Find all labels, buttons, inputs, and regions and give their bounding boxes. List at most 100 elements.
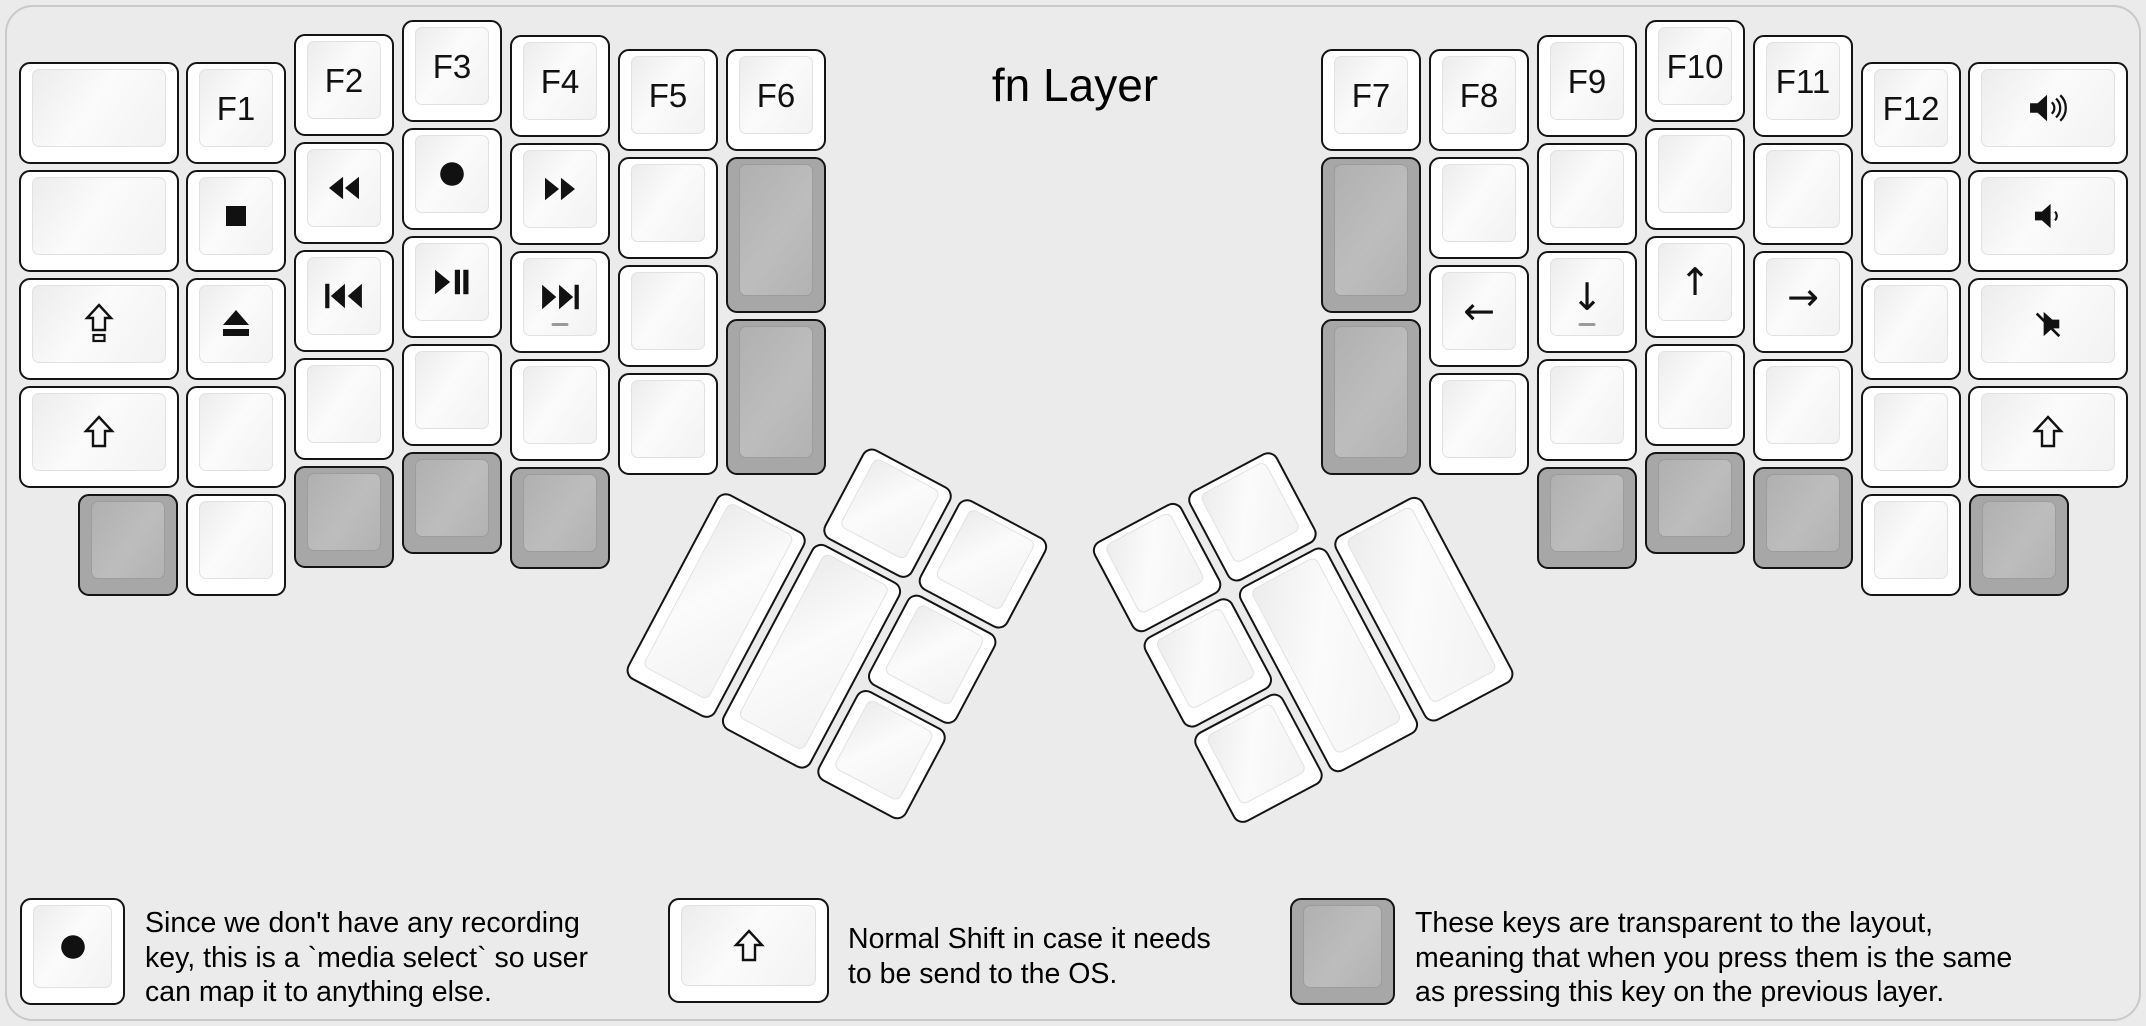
key-f9[interactable]: F9	[1537, 35, 1637, 137]
keytop	[1766, 474, 1840, 552]
keytop	[32, 285, 166, 363]
key-label: F11	[1775, 62, 1831, 100]
key-transparent[interactable]	[78, 494, 178, 596]
keytop	[307, 365, 381, 443]
key-f3[interactable]: F3	[402, 20, 502, 122]
key-mute[interactable]	[1968, 278, 2128, 380]
key-stop[interactable]	[186, 170, 286, 272]
key-blank[interactable]	[618, 265, 718, 367]
keytop: ←	[1442, 272, 1516, 350]
key-f11[interactable]: F11	[1753, 35, 1853, 137]
keytop	[523, 474, 597, 552]
key-shift[interactable]	[19, 386, 179, 488]
key-f10[interactable]: F10	[1645, 20, 1745, 122]
key-blank[interactable]	[1861, 278, 1961, 380]
keytop	[1103, 511, 1206, 615]
key-shift[interactable]	[1968, 386, 2128, 488]
key-label: F12	[1882, 89, 1940, 127]
keytop	[415, 459, 489, 537]
key-arrow-down[interactable]: ↓	[1537, 251, 1637, 353]
keytop	[415, 351, 489, 429]
key-f4[interactable]: F4	[510, 35, 610, 137]
key-blank[interactable]	[1645, 344, 1745, 446]
key-blank[interactable]	[1429, 373, 1529, 475]
key-transparent[interactable]	[510, 467, 610, 569]
keytop	[883, 603, 986, 707]
key-blank[interactable]	[186, 494, 286, 596]
key-blank[interactable]	[618, 157, 718, 259]
key-next-track[interactable]	[510, 251, 610, 353]
key-rewind[interactable]	[294, 142, 394, 244]
keytop: F11	[1766, 42, 1840, 120]
key-arrow-up[interactable]: ↑	[1645, 236, 1745, 338]
key-fast-forward[interactable]	[510, 143, 610, 245]
key-f8[interactable]: F8	[1429, 49, 1529, 151]
key-play-pause[interactable]	[402, 236, 502, 338]
key-transparent[interactable]	[726, 157, 826, 313]
keytop: F10	[1658, 27, 1732, 105]
key-transparent[interactable]	[726, 319, 826, 475]
key-blank[interactable]	[186, 386, 286, 488]
key-transparent[interactable]	[294, 466, 394, 568]
key-transparent[interactable]	[1645, 452, 1745, 554]
homing-bar	[551, 323, 569, 326]
keytop	[1154, 606, 1257, 711]
legend-text-record: Since we don't have any recording key, t…	[145, 907, 588, 1008]
keytop	[307, 149, 381, 227]
stop-icon	[226, 206, 246, 226]
key-f6[interactable]: F6	[726, 49, 826, 151]
key-arrow-right[interactable]: →	[1753, 251, 1853, 353]
keytop: F2	[307, 41, 381, 119]
keytop: ↑	[1658, 243, 1732, 321]
key-volume-up[interactable]	[1968, 62, 2128, 164]
key-blank[interactable]	[1429, 157, 1529, 259]
key-blank[interactable]	[1753, 359, 1853, 461]
key-transparent[interactable]	[1537, 467, 1637, 569]
key-blank[interactable]	[1753, 143, 1853, 245]
key-blank[interactable]	[1861, 170, 1961, 272]
key-transparent[interactable]	[1753, 467, 1853, 569]
fast-forward-icon	[545, 177, 575, 201]
volume-down-icon	[2034, 203, 2058, 229]
key-blank[interactable]	[294, 358, 394, 460]
key-blank[interactable]	[19, 170, 179, 272]
key-f2[interactable]: F2	[294, 34, 394, 136]
legend-key-record	[20, 898, 125, 1005]
key-arrow-left[interactable]: ←	[1429, 265, 1529, 367]
key-blank[interactable]	[1537, 143, 1637, 245]
key-eject[interactable]	[186, 278, 286, 380]
record-icon	[60, 934, 85, 959]
key-label: ↓	[1571, 275, 1603, 319]
key-f7[interactable]: F7	[1321, 49, 1421, 151]
key-blank[interactable]	[1861, 494, 1961, 596]
shift-icon	[83, 415, 115, 448]
key-blank[interactable]	[1861, 386, 1961, 488]
key-label: F5	[648, 76, 688, 114]
key-blank[interactable]	[618, 373, 718, 475]
key-volume-down[interactable]	[1968, 170, 2128, 272]
key-label: F7	[1351, 76, 1391, 114]
key-blank[interactable]	[510, 359, 610, 461]
key-f5[interactable]: F5	[618, 49, 718, 151]
keytop	[32, 177, 166, 255]
key-blank[interactable]	[402, 344, 502, 446]
key-transparent[interactable]	[402, 452, 502, 554]
keytop	[199, 501, 273, 579]
key-blank[interactable]	[19, 62, 179, 164]
key-blank[interactable]	[1645, 128, 1745, 230]
key-f12[interactable]: F12	[1861, 62, 1961, 164]
key-transparent[interactable]	[1969, 494, 2069, 596]
key-caps-lock[interactable]	[19, 278, 179, 380]
rewind-icon	[329, 176, 359, 200]
key-label: ←	[1463, 289, 1495, 333]
keytop	[1334, 164, 1408, 296]
key-f1[interactable]: F1	[186, 62, 286, 164]
keytop	[1658, 135, 1732, 213]
key-transparent[interactable]	[1321, 157, 1421, 313]
key-record[interactable]	[402, 128, 502, 230]
keytop: F5	[631, 56, 705, 134]
key-blank[interactable]	[1537, 359, 1637, 461]
previous-track-icon	[325, 283, 362, 309]
key-previous-track[interactable]	[294, 250, 394, 352]
key-transparent[interactable]	[1321, 319, 1421, 475]
